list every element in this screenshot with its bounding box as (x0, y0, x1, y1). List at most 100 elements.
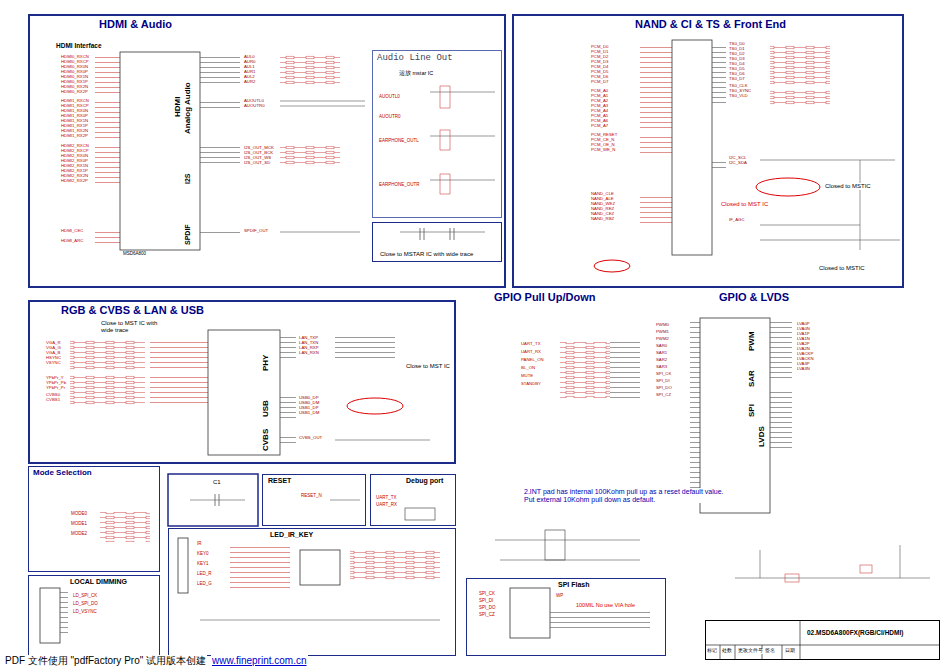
signal-name: PCM_RESET (590, 133, 618, 138)
signal-name: PANEL_ON (520, 358, 545, 363)
signal-name: HDMI2_RX1N (60, 164, 89, 169)
signal-name: KEY1 (196, 562, 210, 567)
signal-name: YPbPr_Pb (45, 381, 67, 386)
signal-name: HDMI1_RXCP (60, 104, 90, 109)
signal-name: SPI_DO (655, 386, 673, 391)
signal-name: PCM_A1 (590, 94, 609, 99)
signal-name: PWM0 (655, 323, 670, 328)
schematic-stroke (770, 390, 792, 450)
schematic-stroke (200, 98, 240, 108)
note-text: Closed to MSTIC (818, 265, 866, 272)
section-panel: RGB & CVBS & LAN & USB (28, 300, 456, 464)
block-label: I2S (184, 172, 192, 185)
schematic-stroke (350, 550, 440, 580)
signal-name: HDMI0_RX1P (60, 80, 89, 85)
schematic-stroke (510, 588, 550, 638)
signal-name: PCM_A6 (590, 119, 609, 124)
schematic-stroke (200, 54, 240, 84)
signal-name: LVA0P (796, 322, 811, 327)
signal-name: HDMI1_RX0N (60, 109, 89, 114)
signal-name: NAND_CEZ (590, 212, 615, 217)
schematic-stroke (735, 578, 930, 579)
signal-name: LVACKN (796, 357, 815, 362)
schematic-stroke (770, 45, 830, 85)
signal-name: UART_RX (520, 350, 542, 355)
signal-name: NAND_REZ (590, 207, 615, 212)
schematic-stroke (560, 342, 610, 398)
signal-name: NAND_WEZ (590, 202, 616, 207)
signal-name: HDMI0_RX1N (60, 75, 89, 80)
signal-name: KEY0 (196, 552, 210, 557)
signal-name: HDMI2_RXCN (60, 144, 90, 149)
signal-name: HDMI2_RX1P (60, 169, 89, 174)
signal-name: I2S_OUT_WS (243, 156, 272, 161)
schematic-stroke (800, 620, 801, 660)
schematic-stroke (640, 134, 672, 156)
schematic-stroke (594, 260, 630, 272)
block-label: SPI (748, 403, 757, 418)
signal-name: TS0_D4 (728, 62, 746, 67)
schematic-stroke (280, 232, 360, 233)
signal-name: SAR0 (655, 344, 668, 349)
signal-name: SAR1 (655, 351, 668, 356)
schematic-stroke (760, 240, 900, 241)
table-cell: 更改文件号 (737, 649, 764, 654)
signal-name: LAN_RXN (298, 351, 320, 356)
signal-name: USB0_DM (298, 401, 320, 406)
signal-name: TS0_VLD (728, 94, 749, 99)
circuit-box: RESET (262, 474, 366, 526)
schematic-stroke (208, 330, 280, 455)
schematic-stroke (860, 160, 861, 250)
signal-name: SPI_DO (478, 606, 497, 611)
signal-name: HDMI2_RX2N (60, 174, 89, 179)
schematic-stroke (756, 178, 820, 196)
signal-name: AUOUTL0 (243, 99, 265, 104)
signal-name: HDMI2_RX0N (60, 154, 89, 159)
signal-name: HDMI2_RX0P (60, 159, 89, 164)
signal-name: PCM_A0 (590, 89, 609, 94)
signal-name: STANDBY (520, 382, 542, 387)
schematic-stroke (219, 494, 220, 506)
signal-name: EARPHONE_OUTR (378, 183, 421, 188)
schematic-stroke (712, 158, 726, 170)
signal-name: HDMI0_RX0P (60, 70, 89, 75)
signal-name: NAND_RBZ (590, 217, 615, 222)
box-heading: HDMI & Audio (98, 18, 173, 31)
schematic-stroke (495, 540, 640, 541)
schematic-stroke (230, 543, 290, 588)
signal-name: LAN_TXN (298, 341, 319, 346)
sub-panel: Audio Line Out (372, 50, 502, 218)
signal-name: VGA_G (45, 346, 62, 351)
signal-name: TS0_D5 (728, 67, 746, 72)
signal-name: LD_SPI_DO (72, 602, 99, 607)
block-label: Analog Audio (184, 81, 193, 135)
schematic-stroke (330, 500, 360, 501)
schematic-stroke (150, 375, 208, 405)
schematic-stroke (95, 228, 120, 245)
schematic-stroke (672, 40, 712, 255)
signal-name: HDMI0_RX2N (60, 85, 89, 90)
schematic-stroke (900, 545, 901, 578)
signal-name: LED_G (196, 582, 213, 587)
signal-name: TS0_D7 (728, 77, 746, 82)
signal-name: HDMI2_RX2P (60, 179, 89, 184)
signal-name: PCM_D6 (590, 75, 609, 80)
schematic-stroke (760, 160, 895, 161)
schematic-stroke (420, 228, 421, 240)
schematic-stroke (712, 43, 726, 103)
schematic-stroke (640, 90, 672, 132)
schematic-stroke (450, 228, 451, 240)
schematic-stroke (440, 130, 450, 150)
schematic-stroke (120, 52, 200, 250)
signal-name: LVA1N (796, 337, 811, 342)
schematic-stroke (280, 336, 296, 358)
signal-name: PCM_CE_N (590, 138, 615, 143)
signal-name: UART_TX (520, 342, 542, 347)
signal-name: IR (196, 542, 203, 547)
signal-name: PWM1 (655, 330, 670, 335)
schematic-stroke (335, 440, 430, 441)
block-label: PHY (262, 354, 271, 372)
signal-name: SAR2 (655, 358, 668, 363)
signal-name: HDMI1_RXCN (60, 99, 90, 104)
schematic-stroke (335, 336, 395, 358)
